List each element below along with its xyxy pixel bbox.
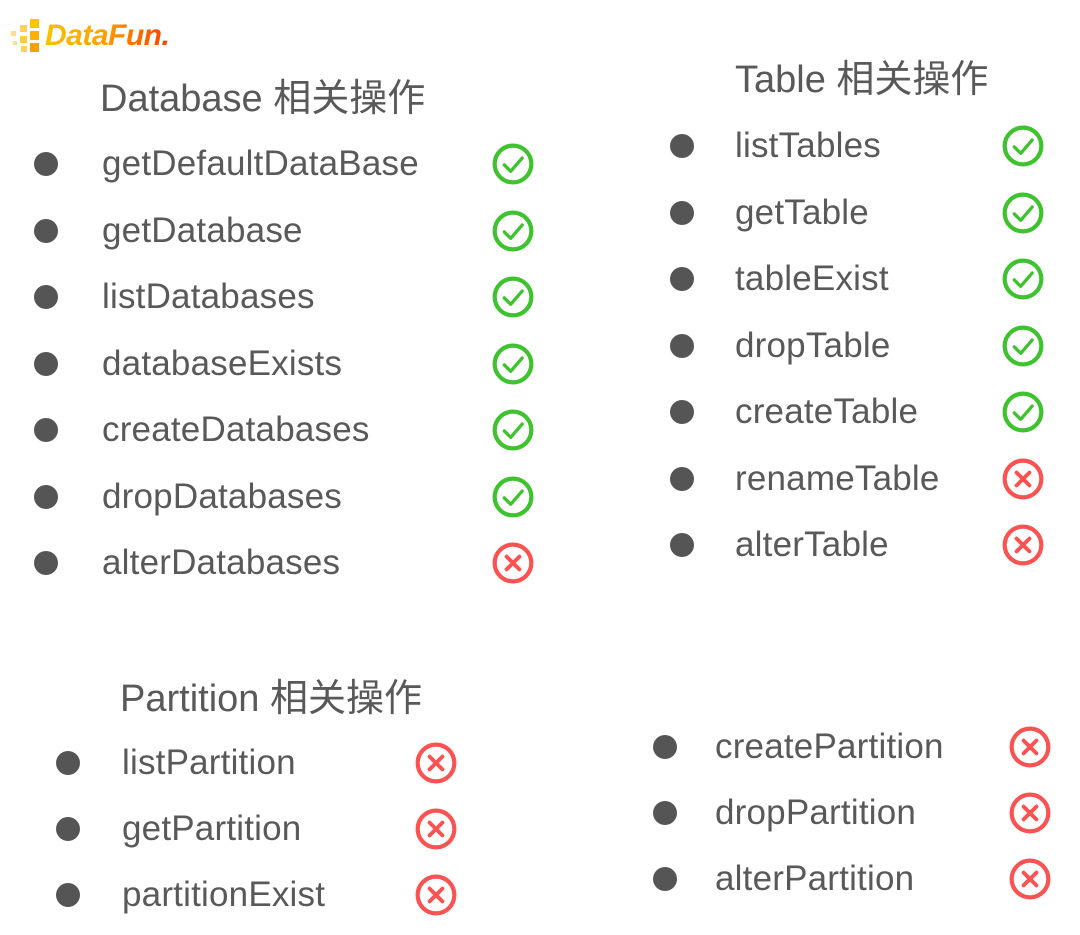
list-item: dropDatabases	[34, 464, 535, 531]
api-method-label: alterTable	[735, 525, 889, 565]
check-circle-icon	[1001, 324, 1045, 368]
datafun-logo: DataFun.	[10, 18, 170, 54]
api-method-label: listPartition	[122, 743, 296, 782]
api-method-label: getTable	[735, 192, 869, 232]
check-circle-icon	[491, 209, 535, 253]
bullet-icon	[670, 466, 694, 491]
list-item: tableExist	[670, 246, 1045, 313]
list-item: getTable	[670, 180, 1045, 247]
bullet-icon	[670, 333, 694, 358]
x-circle-icon	[1001, 523, 1045, 567]
section-table: Table 相关操作 listTables getTable tableExist d…	[670, 57, 1045, 579]
list-item: listDatabases	[34, 264, 535, 331]
bullet-icon	[670, 267, 694, 292]
bullet-icon	[34, 551, 58, 576]
bullet-icon	[670, 200, 694, 225]
bullet-icon	[34, 351, 58, 376]
list-item: getDefaultDataBase	[34, 131, 535, 198]
list-item: createTable	[670, 379, 1045, 446]
api-method-label: partitionExist	[122, 875, 326, 914]
section-list-database: getDefaultDataBase getDatabase listDatabas…	[34, 131, 535, 597]
check-circle-icon	[1001, 124, 1045, 168]
list-item: alterDatabases	[34, 530, 535, 597]
api-method-label: listTables	[735, 126, 881, 166]
check-circle-icon	[1001, 257, 1045, 301]
check-circle-icon	[491, 475, 535, 519]
section-title-table: Table 相关操作	[735, 59, 989, 101]
api-method-label: getDatabase	[102, 210, 303, 250]
bullet-icon	[34, 418, 58, 443]
section-list-table: listTables getTable tableExist dropTable cre…	[670, 113, 1045, 579]
api-method-label: alterDatabases	[102, 543, 341, 583]
bullet-icon	[56, 817, 80, 841]
api-method-label: dropDatabases	[102, 476, 342, 516]
x-circle-icon	[1008, 725, 1052, 769]
bullet-icon	[653, 867, 677, 891]
check-circle-icon	[491, 342, 535, 386]
list-item: alterTable	[670, 512, 1045, 579]
api-method-label: dropPartition	[715, 793, 917, 832]
api-method-label: getDefaultDataBase	[102, 144, 419, 184]
x-circle-icon	[414, 807, 458, 851]
list-item: getDatabase	[34, 198, 535, 265]
section-partition-right: createPartition dropPartition alterPartiti…	[653, 714, 1052, 912]
x-circle-icon	[1008, 857, 1052, 901]
section-title-database: Database 相关操作	[100, 78, 426, 120]
datafun-logo-text: DataFun.	[45, 19, 170, 52]
list-item: renameTable	[670, 446, 1045, 513]
api-method-label: dropTable	[735, 325, 891, 365]
section-list-partition-right: createPartition dropPartition alterPartiti…	[653, 714, 1052, 912]
bullet-icon	[56, 883, 80, 907]
section-list-partition-left: listPartition getPartition partitionExist	[56, 730, 458, 928]
x-circle-icon	[414, 741, 458, 785]
section-database: Database 相关操作 getDefaultDataBase getDatab…	[34, 76, 535, 597]
check-circle-icon	[491, 275, 535, 319]
x-circle-icon	[414, 873, 458, 917]
check-circle-icon	[491, 408, 535, 452]
check-circle-icon	[1001, 390, 1045, 434]
x-circle-icon	[1001, 457, 1045, 501]
api-method-label: alterPartition	[715, 859, 915, 898]
api-method-label: renameTable	[735, 458, 940, 498]
api-method-label: getPartition	[122, 809, 302, 848]
list-item: listPartition	[56, 730, 458, 796]
bullet-icon	[653, 735, 677, 759]
bullet-icon	[34, 152, 58, 177]
section-title-partition: Partition 相关操作	[120, 678, 422, 720]
list-item: dropPartition	[653, 780, 1052, 846]
bullet-icon	[653, 801, 677, 825]
bullet-icon	[670, 134, 694, 159]
list-item: listTables	[670, 113, 1045, 180]
list-item: dropTable	[670, 313, 1045, 380]
api-method-label: createDatabases	[102, 410, 370, 450]
list-item: createDatabases	[34, 397, 535, 464]
pixel-mosaic-icon	[11, 19, 39, 52]
bullet-icon	[56, 751, 80, 775]
api-method-label: listDatabases	[102, 277, 315, 317]
api-method-label: createPartition	[715, 727, 944, 766]
list-item: databaseExists	[34, 331, 535, 398]
list-item: getPartition	[56, 796, 458, 862]
x-circle-icon	[491, 541, 535, 585]
api-method-label: createTable	[735, 392, 919, 432]
list-item: createPartition	[653, 714, 1052, 780]
section-partition-left: Partition 相关操作 listPartition getPartition…	[56, 676, 458, 928]
api-method-label: tableExist	[735, 259, 889, 299]
list-item: alterPartition	[653, 846, 1052, 912]
bullet-icon	[34, 484, 58, 509]
check-circle-icon	[1001, 191, 1045, 235]
x-circle-icon	[1008, 791, 1052, 835]
bullet-icon	[670, 533, 694, 558]
bullet-icon	[34, 218, 58, 243]
bullet-icon	[34, 285, 58, 310]
list-item: partitionExist	[56, 862, 458, 928]
api-method-label: databaseExists	[102, 343, 343, 383]
check-circle-icon	[491, 142, 535, 186]
bullet-icon	[670, 400, 694, 425]
